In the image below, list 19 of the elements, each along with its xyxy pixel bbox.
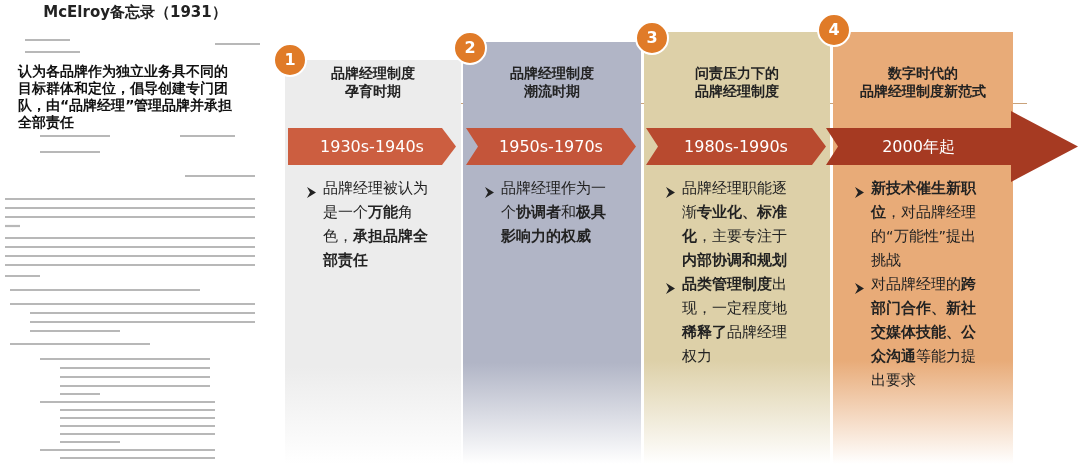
step-number-circle: 2 bbox=[453, 31, 487, 65]
chevron-band: 1930s-1940s bbox=[288, 128, 456, 165]
chevron-band: 1950s-1970s bbox=[466, 128, 636, 165]
memo-title: McElroy备忘录（1931） bbox=[42, 2, 228, 22]
period-heading: 数字时代的品牌经理制度新范式 bbox=[859, 64, 987, 100]
bullet-text: 品类管理制度出现，一定程度地稀释了品牌经理权力 bbox=[682, 275, 788, 366]
bullet-text: 品牌经理职能逐渐专业化、标准化，主要专注于内部协调和规划 bbox=[682, 179, 788, 270]
period-heading: 问责压力下的品牌经理制度 bbox=[694, 64, 780, 100]
bullet-text: 品牌经理作为一个协调者和极具影响力的权威 bbox=[501, 179, 607, 246]
step-number-circle: 1 bbox=[273, 43, 307, 77]
period-heading: 品牌经理制度潮流时期 bbox=[509, 64, 595, 100]
period-heading: 品牌经理制度孕育时期 bbox=[330, 64, 416, 100]
chevron-band: 1980s-1990s bbox=[646, 128, 826, 165]
bullet-text: 品牌经理被认为是一个万能角色，承担品牌全部责任 bbox=[323, 179, 429, 270]
bullet-text: 对品牌经理的跨部门合作、新社交媒体技能、公众沟通等能力提出要求 bbox=[871, 275, 977, 390]
step-number-circle: 4 bbox=[817, 13, 851, 47]
bullet-text: 新技术催生新职位，对品牌经理的“万能性”提出挑战 bbox=[871, 179, 978, 270]
memo-overlay-text: 认为各品牌作为独立业务具不同的目标群体和定位，倡导创建专门团队，由“品牌经理”管理品牌并承担全部责任 bbox=[18, 63, 234, 131]
step-number-circle: 3 bbox=[635, 21, 669, 55]
